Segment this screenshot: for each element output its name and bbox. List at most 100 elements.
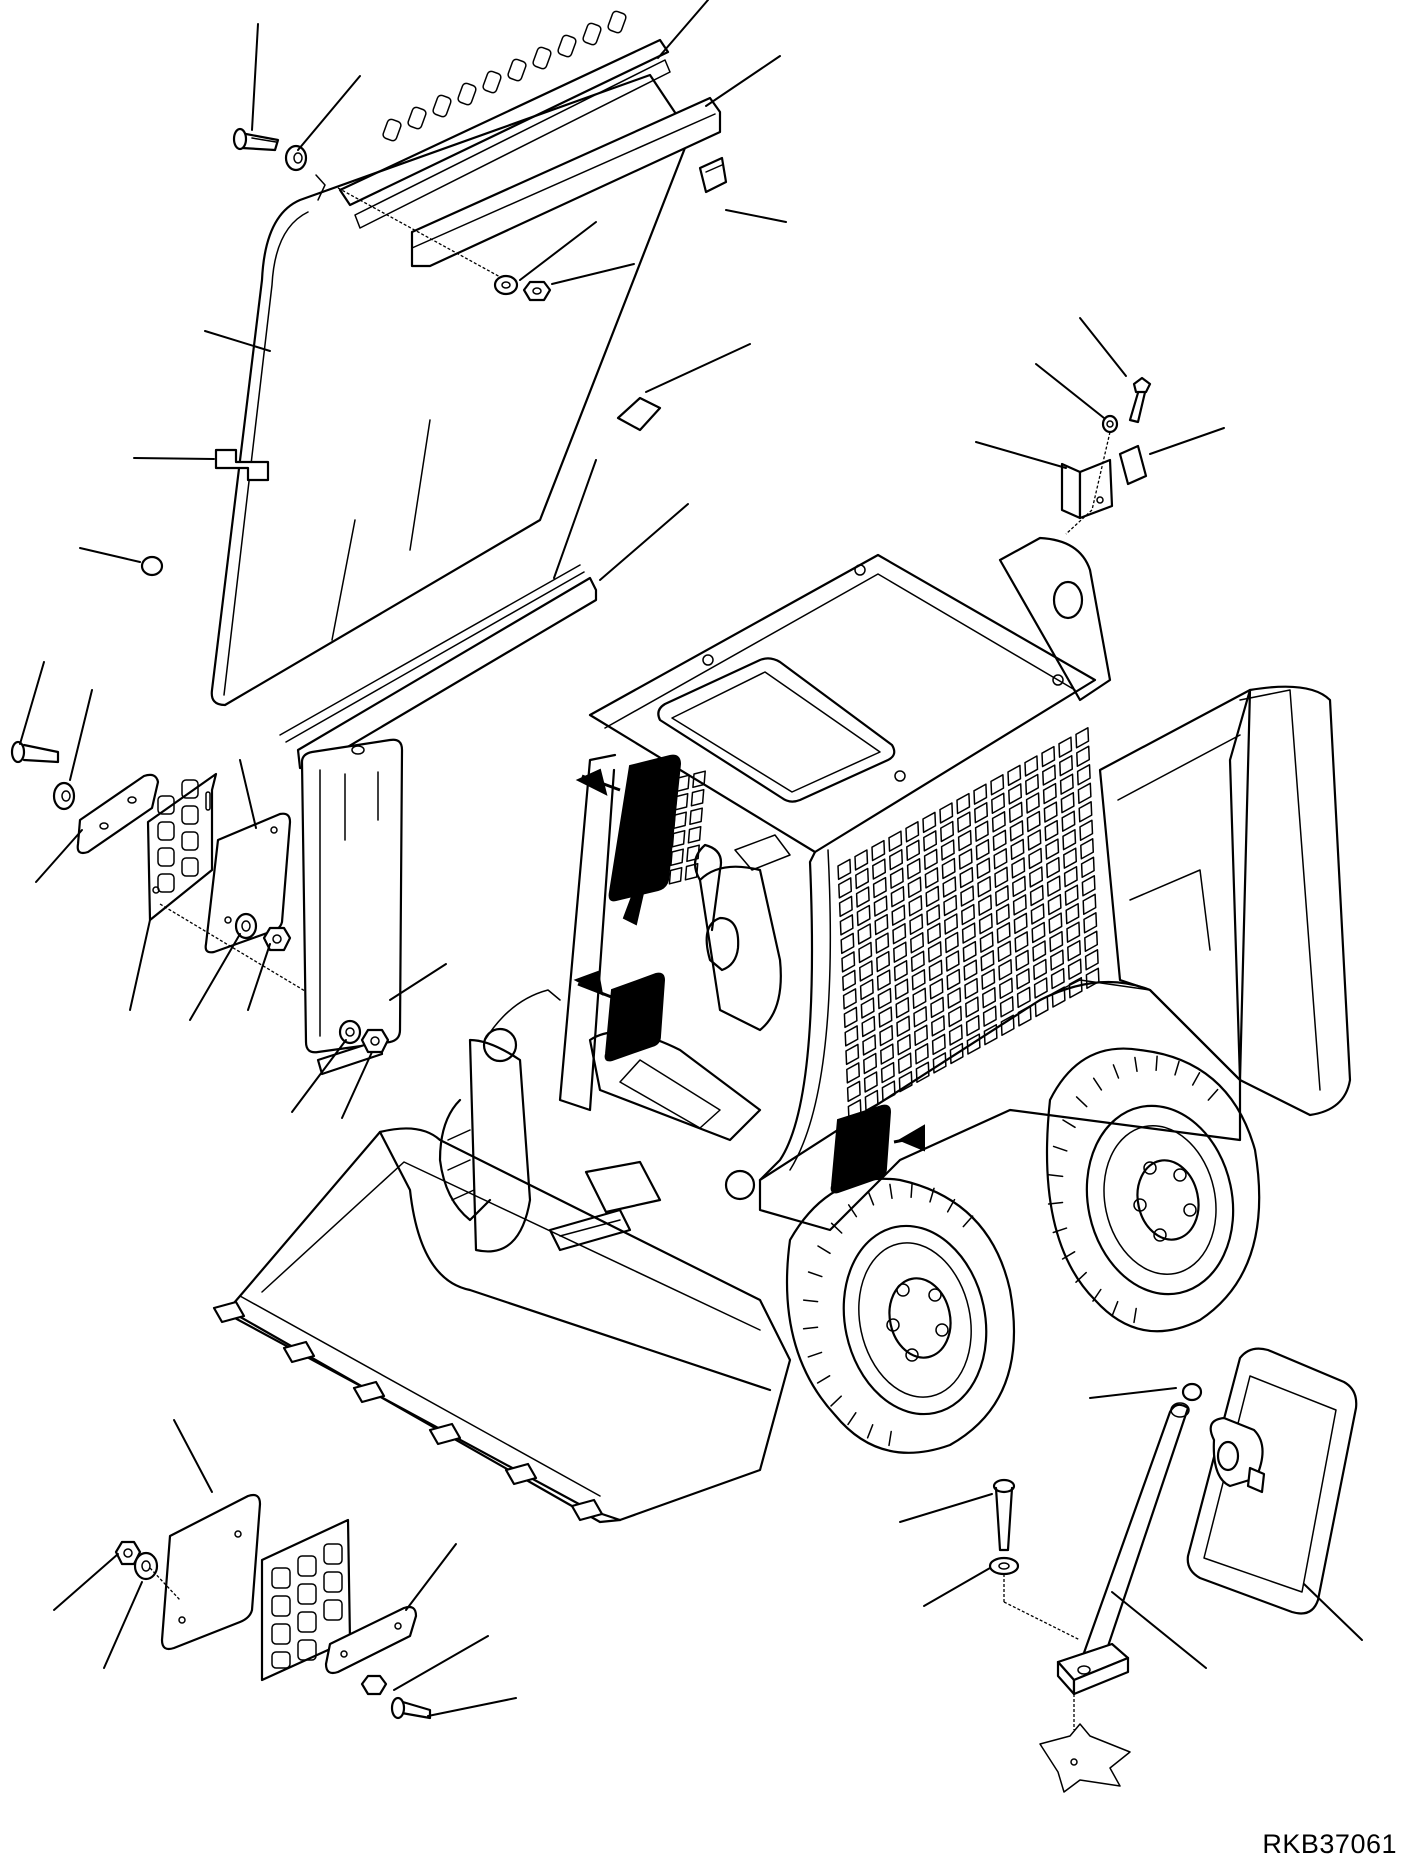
- mesh-opening: [1067, 939, 1082, 962]
- mesh-opening: [1079, 819, 1094, 841]
- mesh-opening: [843, 1006, 858, 1029]
- callout-leader-line: [103, 1581, 143, 1669]
- mesh-opening: [854, 849, 869, 871]
- mesh-opening: [949, 1042, 964, 1065]
- washer-upper-right: [1101, 414, 1119, 434]
- mesh-opening: [844, 1025, 859, 1047]
- washer-plate-left: [234, 912, 258, 940]
- mesh-opening: [1060, 791, 1075, 814]
- operator-manual-holder: [300, 738, 404, 1054]
- top-seal-strip: [338, 38, 670, 207]
- mesh-opening: [947, 987, 962, 1009]
- mirror-stay: [1078, 1403, 1190, 1672]
- rear-bracket-assembly: [1060, 376, 1152, 535]
- mesh-opening: [983, 1023, 998, 1046]
- mesh-opening: [877, 987, 892, 1010]
- mesh-opening: [931, 1033, 946, 1056]
- bucket-inner-edge: [261, 1161, 761, 1331]
- washer-mirror: [988, 1556, 1020, 1576]
- mesh-opening: [982, 986, 997, 1009]
- mesh-opening: [912, 987, 927, 1009]
- mesh-opening: [858, 941, 873, 964]
- mesh-opening: [839, 914, 854, 936]
- mesh-opening: [838, 895, 853, 918]
- bucket-pivot: [724, 1169, 756, 1201]
- mesh-opening: [1026, 810, 1041, 833]
- bolt-mid-left: [10, 740, 60, 764]
- mesh-opening: [861, 1015, 876, 1038]
- washer-top-left: [284, 144, 308, 172]
- mesh-opening: [857, 923, 872, 945]
- cab-side-frame: [758, 850, 817, 1182]
- rubber-pad: [1118, 444, 1148, 486]
- mesh-opening: [878, 1006, 893, 1028]
- angle-bracket-face: [1078, 458, 1114, 520]
- mesh-opening: [891, 904, 906, 926]
- body-right-panel: [1098, 688, 1252, 1082]
- mesh-opening: [906, 839, 921, 861]
- assembly-centerline: [159, 903, 321, 1001]
- callout-leader-line: [405, 1543, 457, 1611]
- roof-edge: [604, 573, 1076, 729]
- mesh-opening: [910, 932, 925, 954]
- mesh-opening: [994, 866, 1009, 888]
- assembly-centerline: [1065, 509, 1093, 535]
- mesh-opening: [1061, 810, 1076, 832]
- mesh-opening: [893, 941, 908, 963]
- mesh-opening: [889, 867, 904, 889]
- mesh-opening: [945, 950, 960, 972]
- bucket-cutting-edge: [218, 1308, 622, 1522]
- mesh-opening: [1048, 912, 1063, 934]
- mesh-opening: [1015, 949, 1030, 972]
- callout-leaders: [19, 0, 1363, 1717]
- mesh-opening: [896, 1015, 911, 1037]
- mesh-opening: [880, 1061, 895, 1084]
- mesh-opening: [1083, 912, 1098, 934]
- callout-leader-line: [341, 1051, 373, 1119]
- mesh-opening: [1012, 894, 1027, 916]
- bolt-lower: [390, 1696, 432, 1720]
- callout-leader-line: [1035, 363, 1105, 419]
- mesh-opening: [1029, 884, 1044, 907]
- mesh-opening: [982, 1005, 997, 1027]
- mesh-opening: [1064, 884, 1079, 906]
- mesh-opening: [840, 932, 855, 955]
- mesh-opening: [975, 838, 990, 861]
- mesh-opening: [978, 894, 993, 916]
- callout-leader-line: [19, 661, 45, 745]
- mesh-opening: [1059, 773, 1074, 795]
- mesh-opening: [974, 820, 989, 842]
- arm-inner-edge: [1239, 689, 1321, 1091]
- mesh-opening: [1032, 940, 1047, 962]
- mesh-opening: [991, 792, 1006, 814]
- washer-channel: [493, 274, 519, 296]
- mesh-opening: [1033, 977, 1048, 999]
- mesh-opening: [859, 978, 874, 1001]
- stay-cap: [1181, 1382, 1203, 1402]
- mesh-opening: [863, 1052, 878, 1075]
- mesh-openings-left: [157, 779, 211, 893]
- mesh-opening: [942, 876, 957, 898]
- mesh-opening: [841, 951, 856, 973]
- body-panel-crease: [1117, 734, 1241, 801]
- mesh-opening: [893, 959, 908, 982]
- mesh-opening: [966, 1033, 981, 1055]
- top-mounting-channel: [410, 96, 722, 268]
- floor-step: [619, 1059, 721, 1129]
- mesh-opening: [976, 857, 991, 879]
- mesh-opening: [1008, 783, 1023, 805]
- washer-lower-left: [133, 1551, 159, 1581]
- mesh-opening: [1058, 736, 1073, 758]
- mirror-glass: [1203, 1375, 1337, 1593]
- cab-side-mesh: [837, 727, 1100, 1121]
- lift-arm-pivot: [482, 1027, 518, 1063]
- mesh-opening: [981, 968, 996, 990]
- channel-fold: [411, 113, 716, 249]
- mesh-opening: [965, 996, 980, 1018]
- mesh-opening: [671, 829, 686, 848]
- mesh-opening: [913, 1006, 928, 1028]
- mesh-opening: [1028, 847, 1043, 870]
- mesh-opening: [1012, 875, 1027, 898]
- mirror-clamp: [1246, 1466, 1266, 1494]
- mesh-opening: [930, 996, 945, 1019]
